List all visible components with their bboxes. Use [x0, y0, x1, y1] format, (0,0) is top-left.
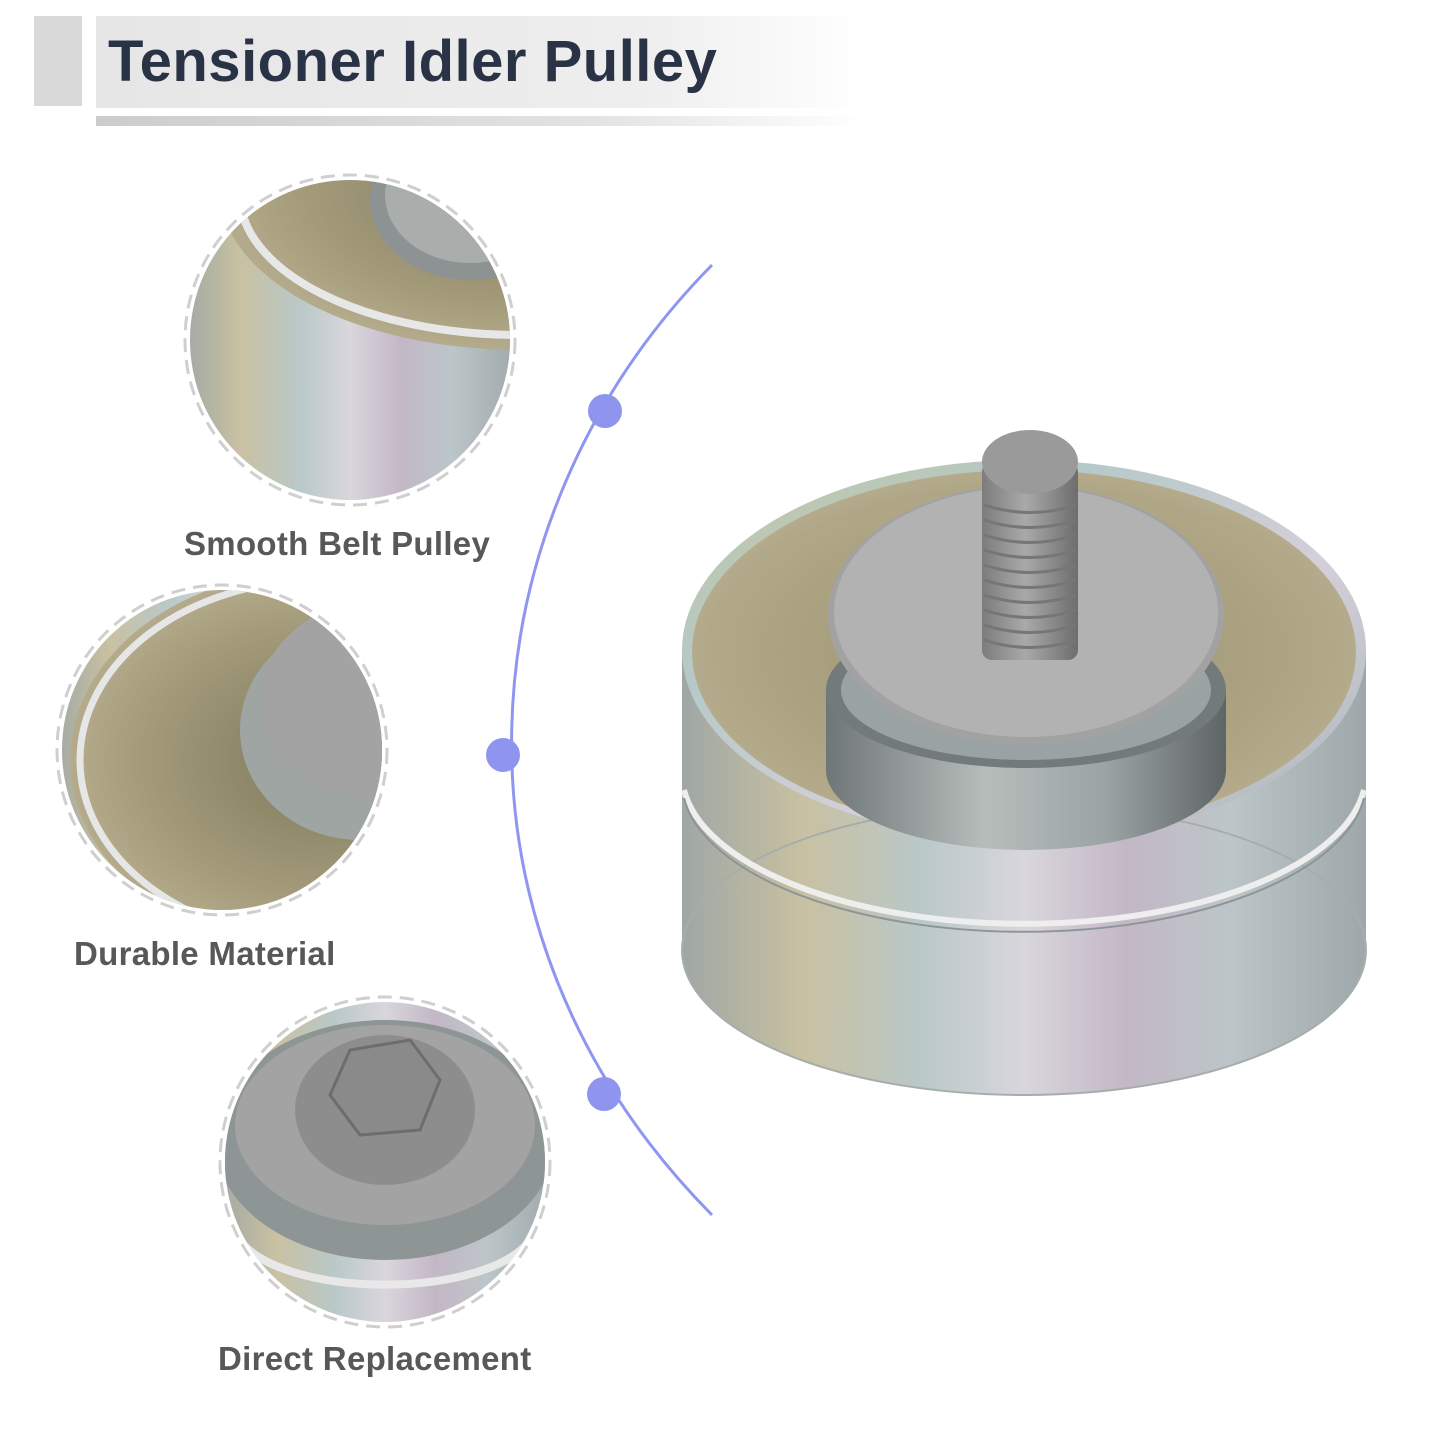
inset-frame: [55, 583, 389, 917]
feature-caption-durable-material: Durable Material: [74, 935, 336, 972]
title-underline: [96, 116, 866, 126]
feature-caption-direct-replacement: Direct Replacement: [218, 1340, 532, 1377]
inset-frame: [183, 173, 517, 507]
connector-dot: [588, 394, 622, 428]
connector-dot: [587, 1077, 621, 1111]
page-title: Tensioner Idler Pulley: [108, 29, 718, 94]
feature-image-durable-material: [62, 590, 382, 910]
feature-image-direct-replacement: [225, 1002, 545, 1322]
title-accent-block: [34, 16, 82, 106]
inset-frame: [218, 995, 552, 1329]
title-background-bar: [96, 16, 866, 108]
main-pulley-image: [681, 430, 1367, 1096]
feature-caption-smooth-belt: Smooth Belt Pulley: [184, 525, 491, 562]
feature-image-smooth-belt: [190, 180, 510, 500]
connector-dot: [486, 738, 520, 772]
header: Tensioner Idler Pulley: [0, 0, 900, 140]
